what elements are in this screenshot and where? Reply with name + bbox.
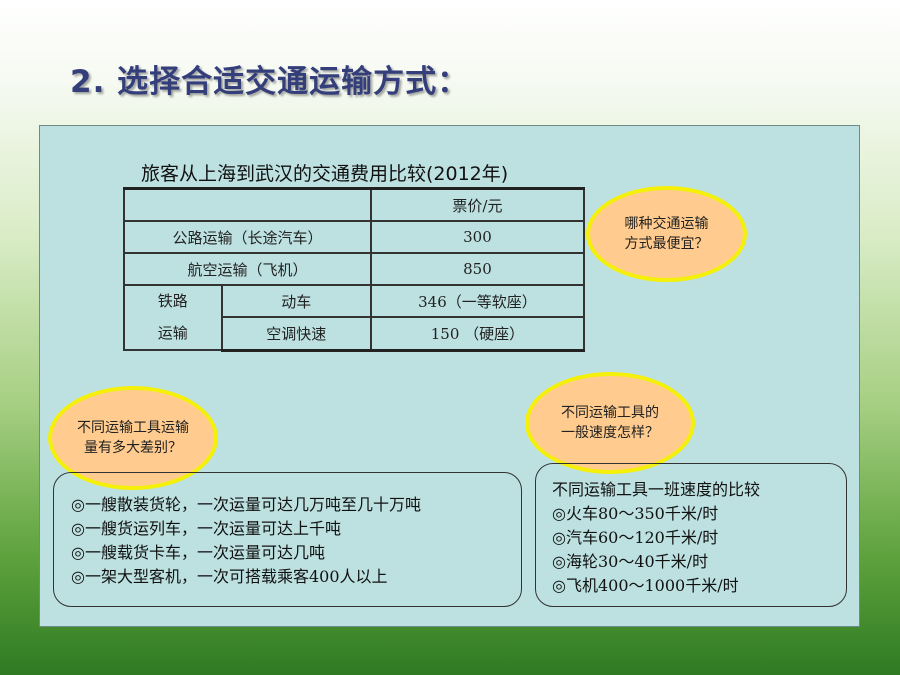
rail-group-cell: 铁路 运输 <box>123 284 223 351</box>
header-empty-cell <box>123 187 372 222</box>
capacity-line-3: ◎一艘载货卡车，一次运量可达几吨 <box>71 543 325 562</box>
capacity-line-4: ◎一架大型客机，一次可搭载乘客400人以上 <box>71 567 388 586</box>
fare-comparison-table: 票价/元 公路运输（长途汽车） 300 航空运输（飞机） 850 铁路 运输 动… <box>123 187 586 352</box>
bus-price-cell: 300 <box>369 220 586 254</box>
speed-question-bubble: 不同运输工具的 一般速度怎样？ <box>525 372 695 474</box>
table-caption: 旅客从上海到武汉的交通费用比较(2012年) <box>141 163 509 185</box>
table-row: 空调快速 150 （硬座） <box>124 316 586 352</box>
capacity-question-text: 不同运输工具运输 量有多大差别？ <box>77 419 189 456</box>
speed-line-2: ◎汽车60～120千米/时 <box>552 528 719 547</box>
emu-label-cell: 动车 <box>220 283 372 319</box>
rail-group-line1: 铁路 <box>157 292 188 310</box>
capacity-line-2: ◎一艘货运列车，一次运量可达上千吨 <box>71 519 341 538</box>
speed-question-text: 不同运输工具的 一般速度怎样？ <box>561 404 659 441</box>
speed-line-3: ◎海轮30～40千米/时 <box>552 552 709 571</box>
air-price-cell: 850 <box>369 252 586 286</box>
speed-line-1: ◎火车80～350千米/时 <box>552 504 719 523</box>
emu-price-cell: 346（一等软座） <box>369 283 586 319</box>
table-row: 航空运输（飞机） 850 <box>123 252 586 286</box>
rail-group-line2: 运输 <box>157 323 188 342</box>
header-price-cell: 票价/元 <box>369 187 586 222</box>
capacity-info-box: ◎一艘散装货轮，一次运量可达几万吨至几十万吨 ◎一艘货运列车，一次运量可达上千吨… <box>53 472 522 607</box>
table-row: 公路运输（长途汽车） 300 <box>123 220 586 254</box>
speed-heading: 不同运输工具一班速度的比较 <box>552 480 761 499</box>
cheapest-question-bubble: 哪种交通运输 方式最便宜？ <box>586 186 747 282</box>
table-header-row: 票价/元 <box>123 187 586 222</box>
capacity-line-1: ◎一艘散装货轮，一次运量可达几万吨至几十万吨 <box>71 495 421 514</box>
cheapest-question-text: 哪种交通运输 方式最便宜？ <box>624 215 709 252</box>
speed-line-4: ◎飞机400～1000千米/时 <box>552 576 739 595</box>
bus-label-cell: 公路运输（长途汽车） <box>123 220 372 254</box>
speed-info-box: 不同运输工具一班速度的比较 ◎火车80～350千米/时 ◎汽车60～120千米/… <box>535 463 847 607</box>
table-row: 铁路 运输 动车 346（一等软座） <box>123 283 586 351</box>
ac-express-price-cell: 150 （硬座） <box>369 316 586 352</box>
slide-title: 2. 选择合适交通运输方式： <box>70 64 470 100</box>
air-label-cell: 航空运输（飞机） <box>123 252 372 286</box>
ac-express-label-cell: 空调快速 <box>220 316 372 352</box>
